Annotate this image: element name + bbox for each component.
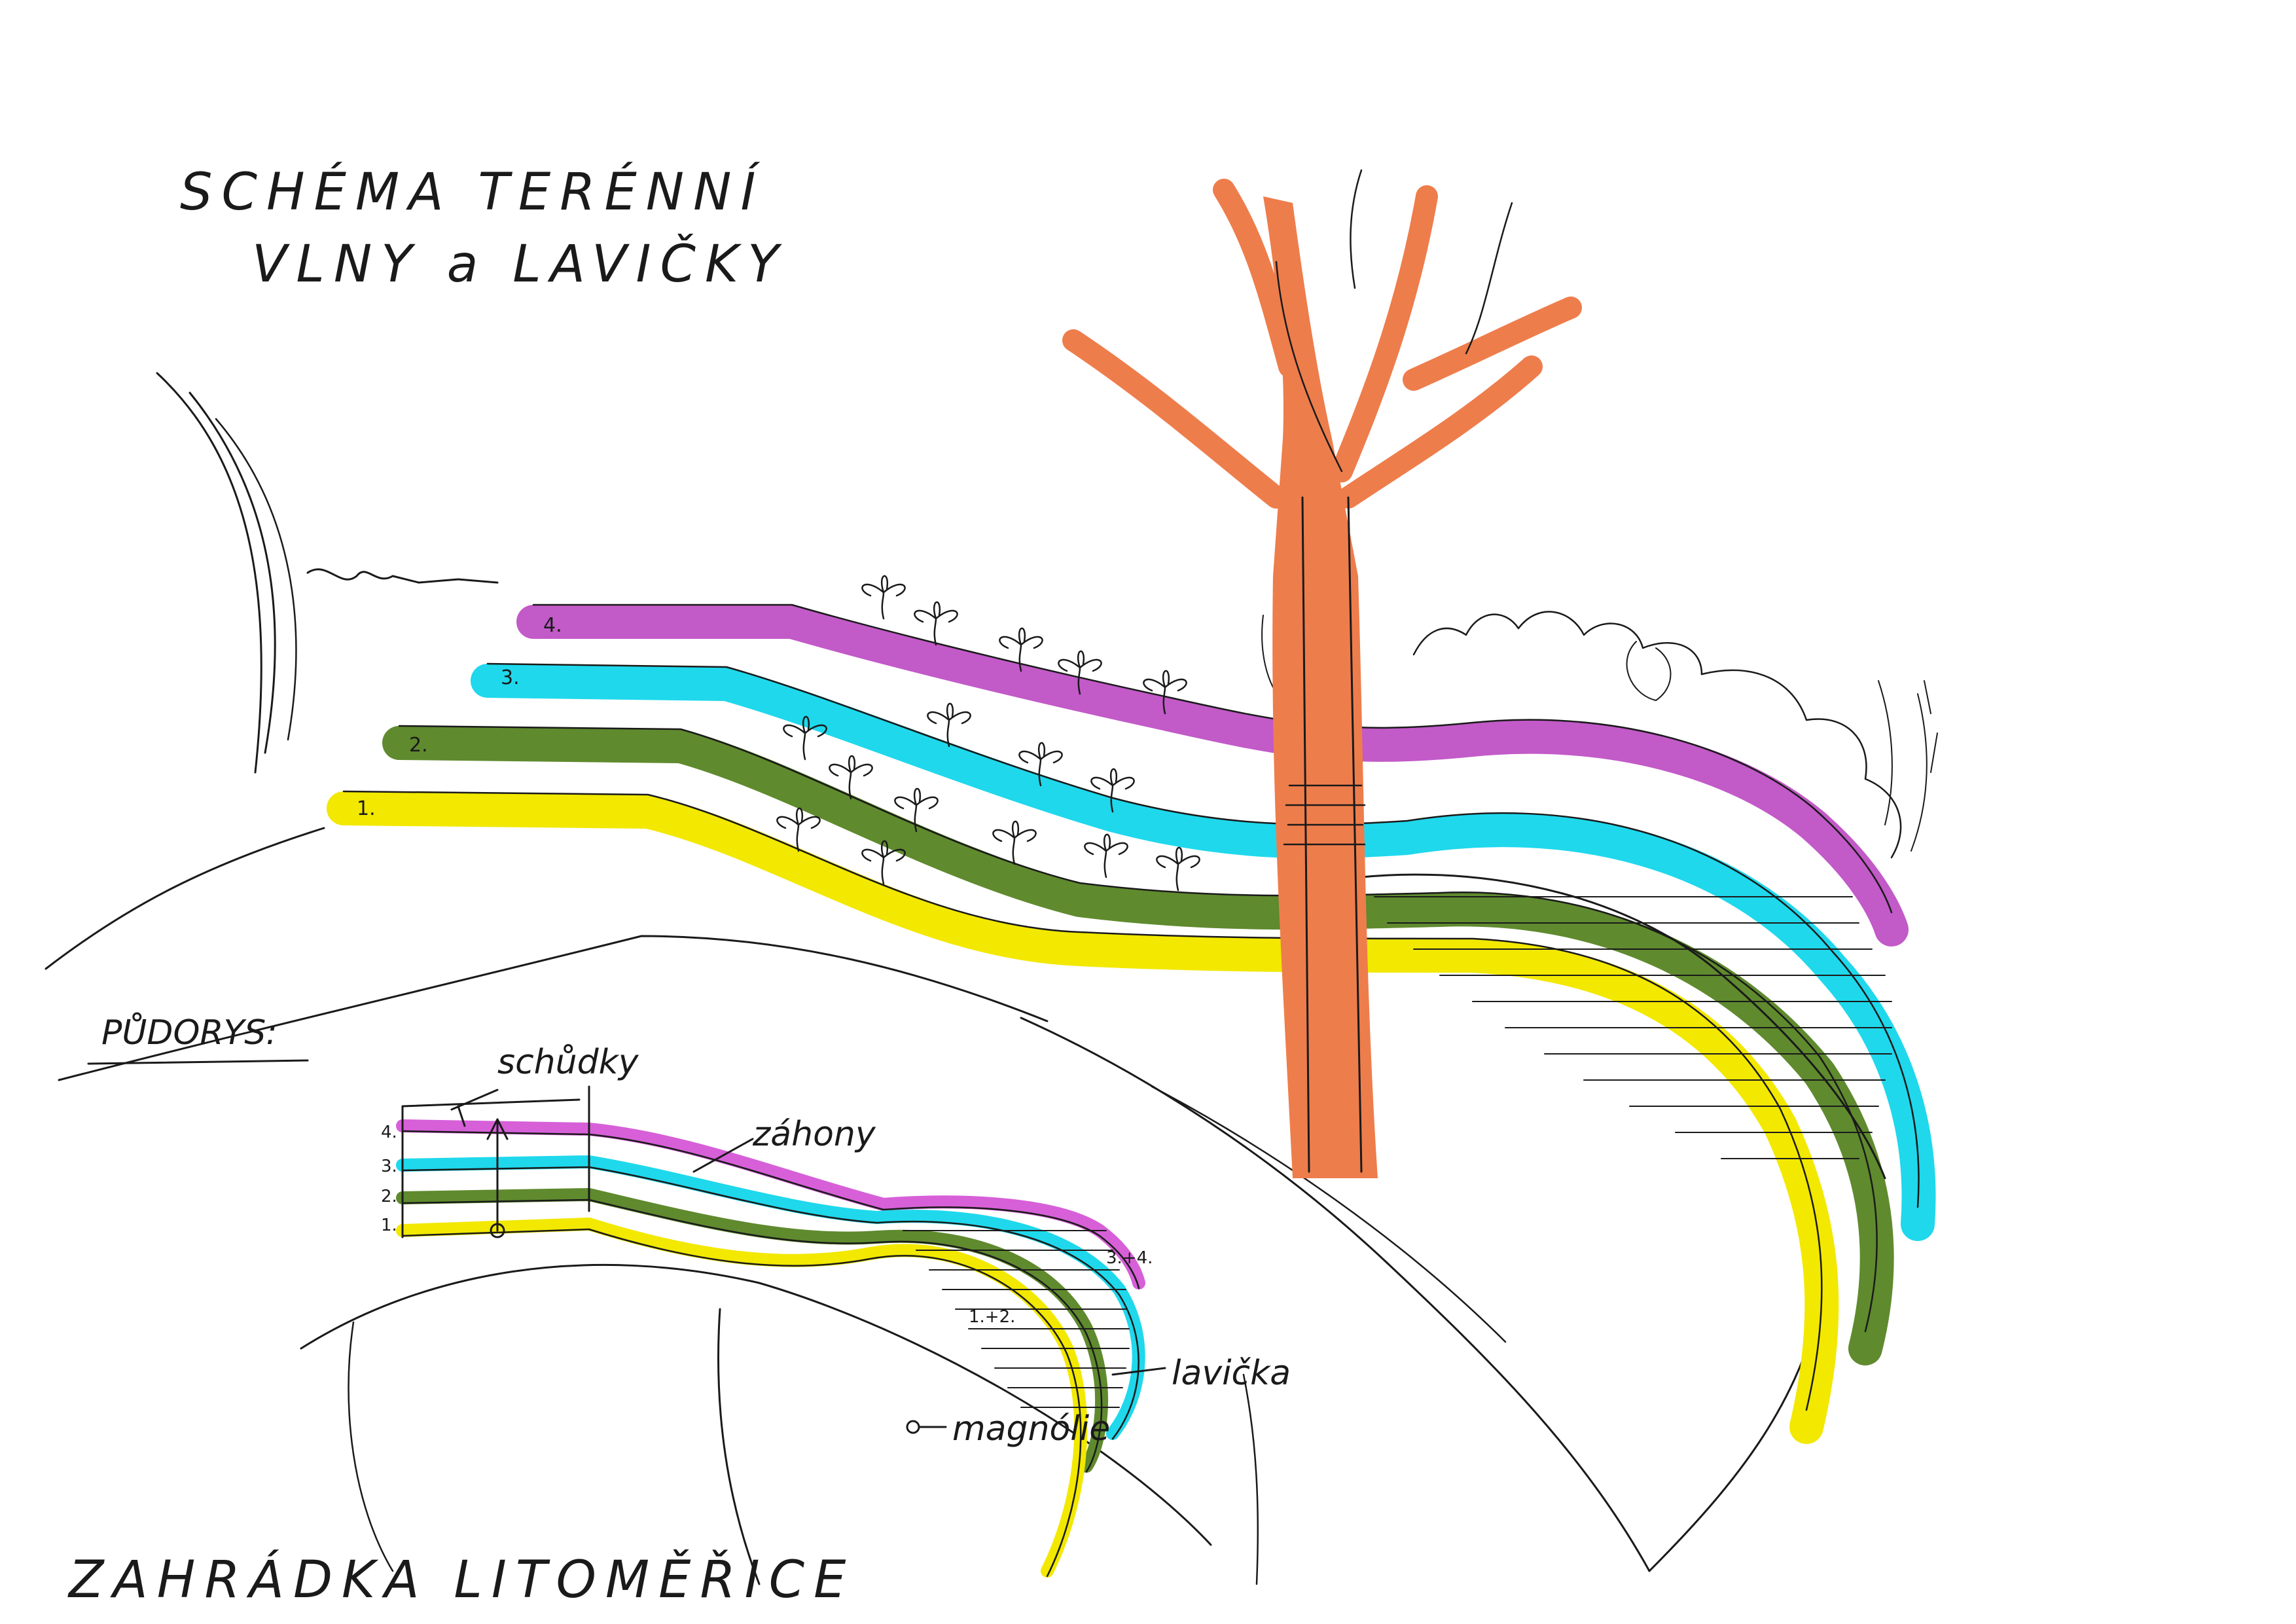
perspective-layer-label: 1. xyxy=(357,797,376,820)
plan-layer-label: 3. xyxy=(381,1157,397,1176)
plan-label-magnolia: magnólie xyxy=(952,1409,1110,1449)
title-line-1: SCHÉMA TERÉNNÍ xyxy=(180,162,764,222)
perspective-layer-label: 2. xyxy=(409,734,428,757)
plant-sketch xyxy=(999,627,1043,672)
plan-layer-label: 4. xyxy=(381,1123,397,1142)
plant-sketch xyxy=(927,702,971,748)
plant-sketch xyxy=(1084,833,1128,878)
band-level-4-edge xyxy=(532,604,1893,914)
plant-sketch xyxy=(861,575,906,620)
plant-sketch xyxy=(1090,768,1135,813)
plan-band-edge xyxy=(401,1228,1082,1578)
flowerbed-plants xyxy=(776,575,1200,892)
tree-branches xyxy=(1062,179,1582,509)
band-level-3-edge xyxy=(486,662,1920,1208)
plant-sketch xyxy=(914,601,958,646)
bench-hatching xyxy=(1360,873,1892,1180)
band-level-1-edge xyxy=(342,790,1823,1411)
footer-title: ZAHRÁDKA LITOMĚŘICE xyxy=(67,1549,855,1610)
plan-band-level-1 xyxy=(396,1218,1088,1578)
plan-bands xyxy=(396,1119,1145,1578)
plan-band-level-4 xyxy=(396,1119,1145,1290)
plan-view: PŮDORYS: schůdky záhony 3.+4. 1.+2. lavi… xyxy=(87,1012,1291,1578)
plant-sketch xyxy=(992,820,1037,865)
perspective-terrain-bands xyxy=(327,604,1936,1444)
plant-sketch xyxy=(861,840,906,885)
perspective-layer-label: 3. xyxy=(501,666,520,689)
plant-sketch xyxy=(1058,650,1102,695)
tree xyxy=(1062,169,1582,1178)
plan-heading: PŮDORYS: xyxy=(101,1012,278,1053)
plan-label-bench: lavička xyxy=(1172,1354,1291,1393)
title-block: SCHÉMA TERÉNNÍ VLNY a LAVIČKY xyxy=(180,162,788,294)
band-level-1 xyxy=(327,791,1839,1444)
plan-layer-labels: 4. 3. 2. 1. xyxy=(381,1123,397,1235)
plan-layer-label: 1. xyxy=(381,1216,397,1235)
perspective-layer-labels: 1. 2. 3. 4. xyxy=(357,614,562,820)
plan-label-upper-levels: 3.+4. xyxy=(1106,1248,1153,1268)
perspective-layer-label: 4. xyxy=(543,614,562,637)
plant-sketch xyxy=(894,787,939,833)
band-level-2 xyxy=(382,726,1894,1365)
plan-label-lower-levels: 1.+2. xyxy=(969,1307,1015,1327)
tree-trunk xyxy=(1263,196,1378,1178)
plan-label-flowerbed: záhony xyxy=(752,1115,876,1154)
plant-sketch xyxy=(1156,846,1200,892)
plan-band-edge xyxy=(401,1199,1103,1473)
plant-sketch xyxy=(776,807,821,852)
band-level-3 xyxy=(471,664,1936,1241)
plan-layer-label: 2. xyxy=(381,1187,397,1206)
title-line-2: VLNY a LAVIČKY xyxy=(252,234,788,294)
plant-sketch xyxy=(1018,742,1063,787)
plant-sketch xyxy=(829,755,873,800)
plan-label-steps: schůdky xyxy=(497,1043,639,1082)
plan-band-edge xyxy=(401,1166,1139,1440)
band-level-4 xyxy=(516,605,1909,947)
plant-sketch xyxy=(783,715,827,761)
plan-band-edge xyxy=(401,1130,1140,1290)
plant-sketch xyxy=(1143,670,1187,715)
